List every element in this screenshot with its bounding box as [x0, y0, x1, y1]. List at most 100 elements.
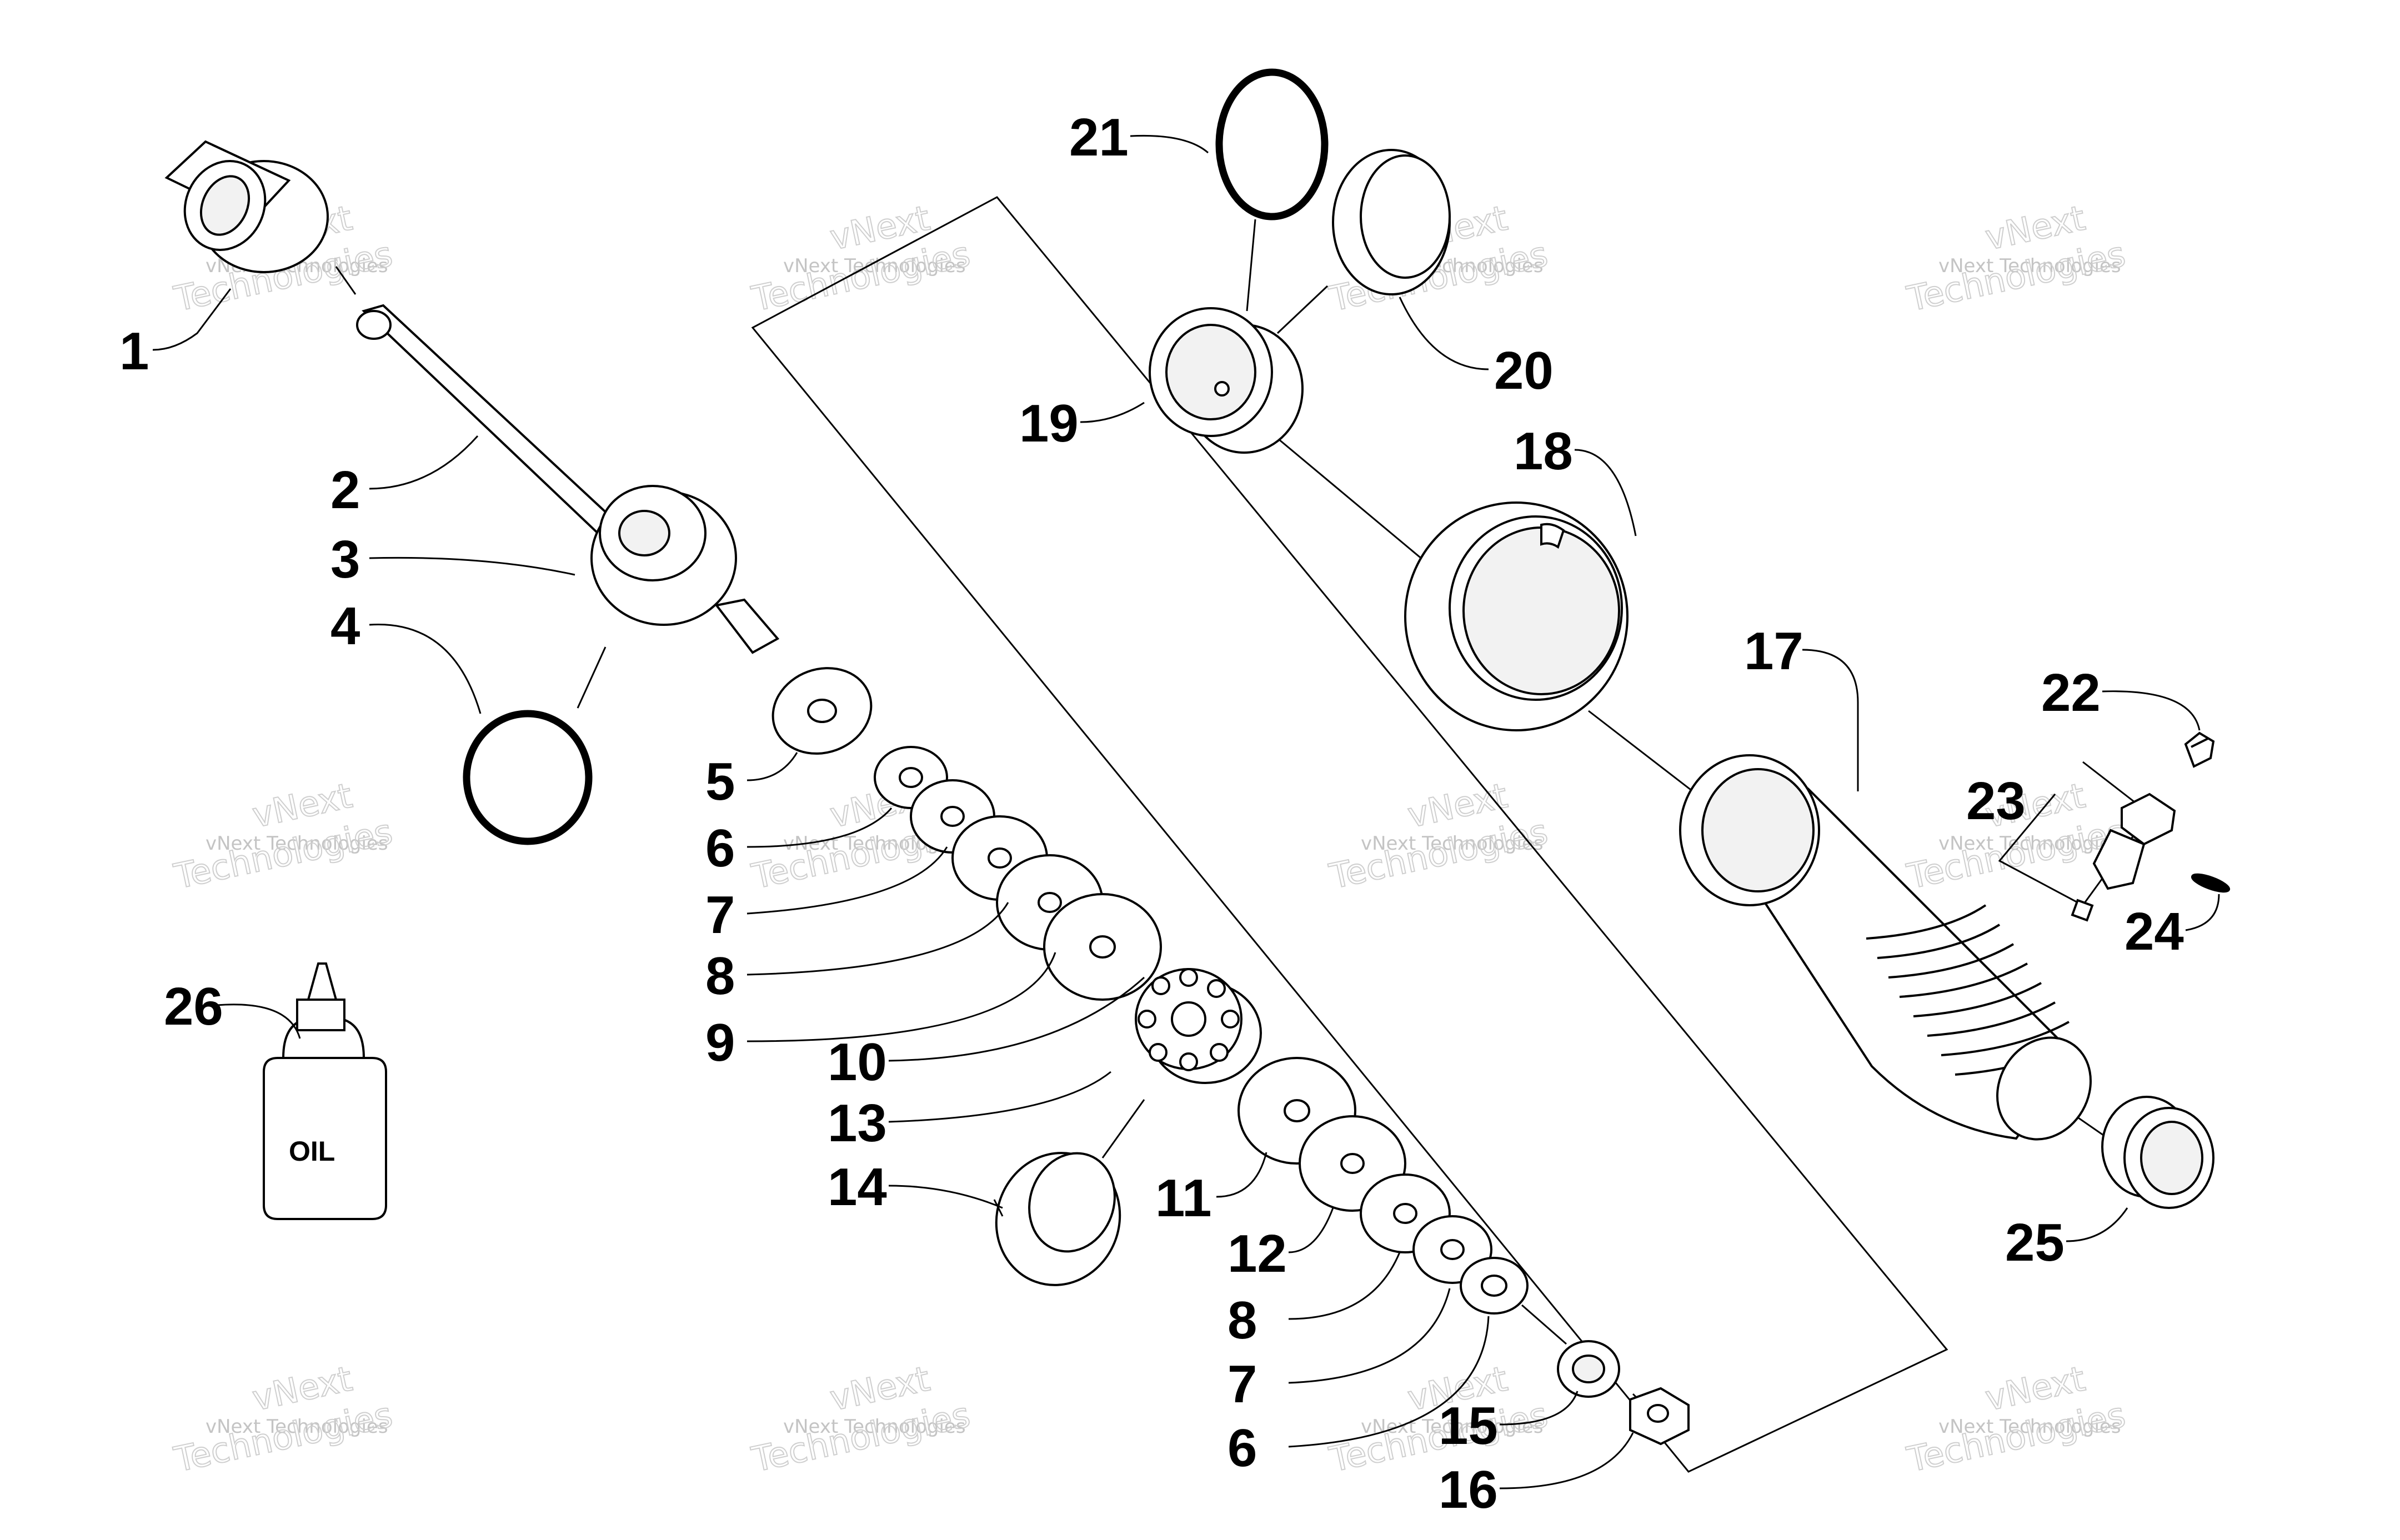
leader-8a [746, 902, 1009, 976]
nut-bore [1647, 1404, 1669, 1423]
end-bushing-bore [2140, 1121, 2203, 1195]
part-18-spring-retainer [1404, 501, 1629, 731]
part-22-valve-cap [2184, 731, 2215, 768]
watermark-small: vNext Technologies [783, 255, 966, 277]
part-23-valve [2071, 792, 2176, 922]
band-inner [1028, 1152, 1116, 1253]
callout-20: 20 [1494, 341, 1554, 400]
cap-port [1214, 381, 1230, 397]
valve-cap-slot [2191, 738, 2208, 748]
piston-port [1207, 979, 1226, 998]
part-9-shim-hole [1038, 892, 1062, 913]
part-11-shim-hole [1284, 1099, 1310, 1122]
leader-18 [1574, 449, 1637, 536]
leader-4 [369, 623, 482, 714]
watermark: vNext Technologies vNext Technologies [170, 1358, 397, 1481]
leader-13 [888, 1071, 1111, 1123]
valve-hex [2121, 792, 2176, 846]
callout-3: 3 [330, 530, 360, 589]
part-21-o-ring [1215, 68, 1329, 220]
leader-10 [888, 976, 1145, 1062]
callout-2: 2 [330, 460, 360, 520]
leader-8b [1288, 1252, 1401, 1320]
callout-11: 11 [1155, 1168, 1211, 1228]
callout-leaders [152, 134, 2220, 1489]
washer-inner [1572, 1355, 1605, 1383]
part-4-o-ring [463, 710, 593, 845]
part-24-valve-seal [2191, 873, 2231, 893]
axis-line [577, 646, 607, 709]
axis-line [1276, 285, 1329, 334]
callout-8: 8 [705, 946, 735, 1006]
watermark-small: vNext Technologies [1361, 1416, 1544, 1438]
callout-7-lower: 7 [1227, 1355, 1257, 1414]
watermark-small: vNext Technologies [1938, 832, 2121, 855]
piston-port [1179, 968, 1198, 987]
callout-labels: 1 2 3 4 5 6 7 8 9 10 11 12 13 14 15 16 1… [119, 108, 2184, 1519]
leader-2 [369, 435, 479, 490]
part-7-shim-lower-hole [1440, 1239, 1465, 1260]
callout-10: 10 [828, 1032, 887, 1092]
watermark: vNext Technologies vNext Technologies [748, 1358, 974, 1481]
part-13-piston [1135, 968, 1262, 1084]
callout-18: 18 [1514, 422, 1573, 481]
piston-port [1151, 976, 1170, 995]
watermark: vNext Technologies vNext Technologies [1903, 197, 2130, 320]
leader-19 [1080, 402, 1145, 423]
callout-24: 24 [2125, 902, 2184, 961]
rib [1888, 943, 2015, 979]
body-bore [1701, 768, 1815, 892]
callout-23: 23 [1966, 771, 2026, 831]
cap-well [1165, 324, 1256, 420]
rib [1913, 982, 2042, 1017]
axis-line [1521, 1304, 1567, 1345]
watermark-small: vNext Technologies [1361, 832, 1544, 855]
part-26-oil-bottle: OIL [263, 962, 387, 1220]
leader-24 [2185, 894, 2220, 931]
valve-core [2071, 899, 2094, 922]
part-10-shim-hole [1089, 935, 1116, 959]
callout-22: 22 [2041, 663, 2101, 723]
watermark-small: vNext Technologies [1938, 1416, 2121, 1438]
bushing-bore [199, 175, 250, 236]
shim-stack-upper [771, 667, 1162, 1001]
rib [1927, 1001, 2056, 1037]
callout-14: 14 [828, 1157, 887, 1217]
leader-22 [2102, 690, 2201, 731]
subassembly-outline [751, 196, 1948, 1473]
part-25-end-bushing [2101, 1096, 2214, 1209]
leader-7a [746, 846, 948, 915]
part-1-mount-bushing [164, 140, 329, 273]
callout-16: 16 [1439, 1460, 1498, 1519]
leader-20 [1399, 297, 1489, 370]
leader-17 [1802, 649, 1859, 791]
callout-7: 7 [705, 885, 735, 945]
callout-25: 25 [2005, 1213, 2065, 1272]
retainer-notch [1540, 523, 1565, 549]
watermark-small: vNext Technologies [1938, 255, 2121, 277]
band-split [993, 1199, 1004, 1217]
callout-21: 21 [1069, 108, 1129, 167]
callout-19: 19 [1019, 394, 1079, 453]
callout-1: 1 [119, 322, 149, 381]
leader-3 [369, 556, 575, 576]
bottle-nozzle [307, 962, 338, 1001]
part-16-nut [1629, 1387, 1690, 1446]
rib [1941, 1021, 2070, 1056]
callout-9: 9 [705, 1013, 735, 1072]
part-6-shim-lower-hole [1481, 1275, 1507, 1297]
rib [1877, 924, 2001, 959]
axis-line [1101, 1099, 1145, 1158]
leader-6b [1288, 1316, 1490, 1448]
piston-port [1138, 1010, 1156, 1029]
part-6-shim-hole [899, 767, 923, 788]
leader-26 [216, 1004, 301, 1039]
leader-6a [746, 807, 893, 848]
part-8-shim-lower-hole [1393, 1203, 1417, 1224]
part-7-shim-hole [940, 806, 965, 827]
bottle-body [263, 1057, 387, 1220]
shim-stack-lower [1237, 1057, 1529, 1315]
part-8-shim-hole [988, 847, 1012, 869]
piston-port [1149, 1043, 1168, 1062]
rib [1866, 904, 1987, 940]
